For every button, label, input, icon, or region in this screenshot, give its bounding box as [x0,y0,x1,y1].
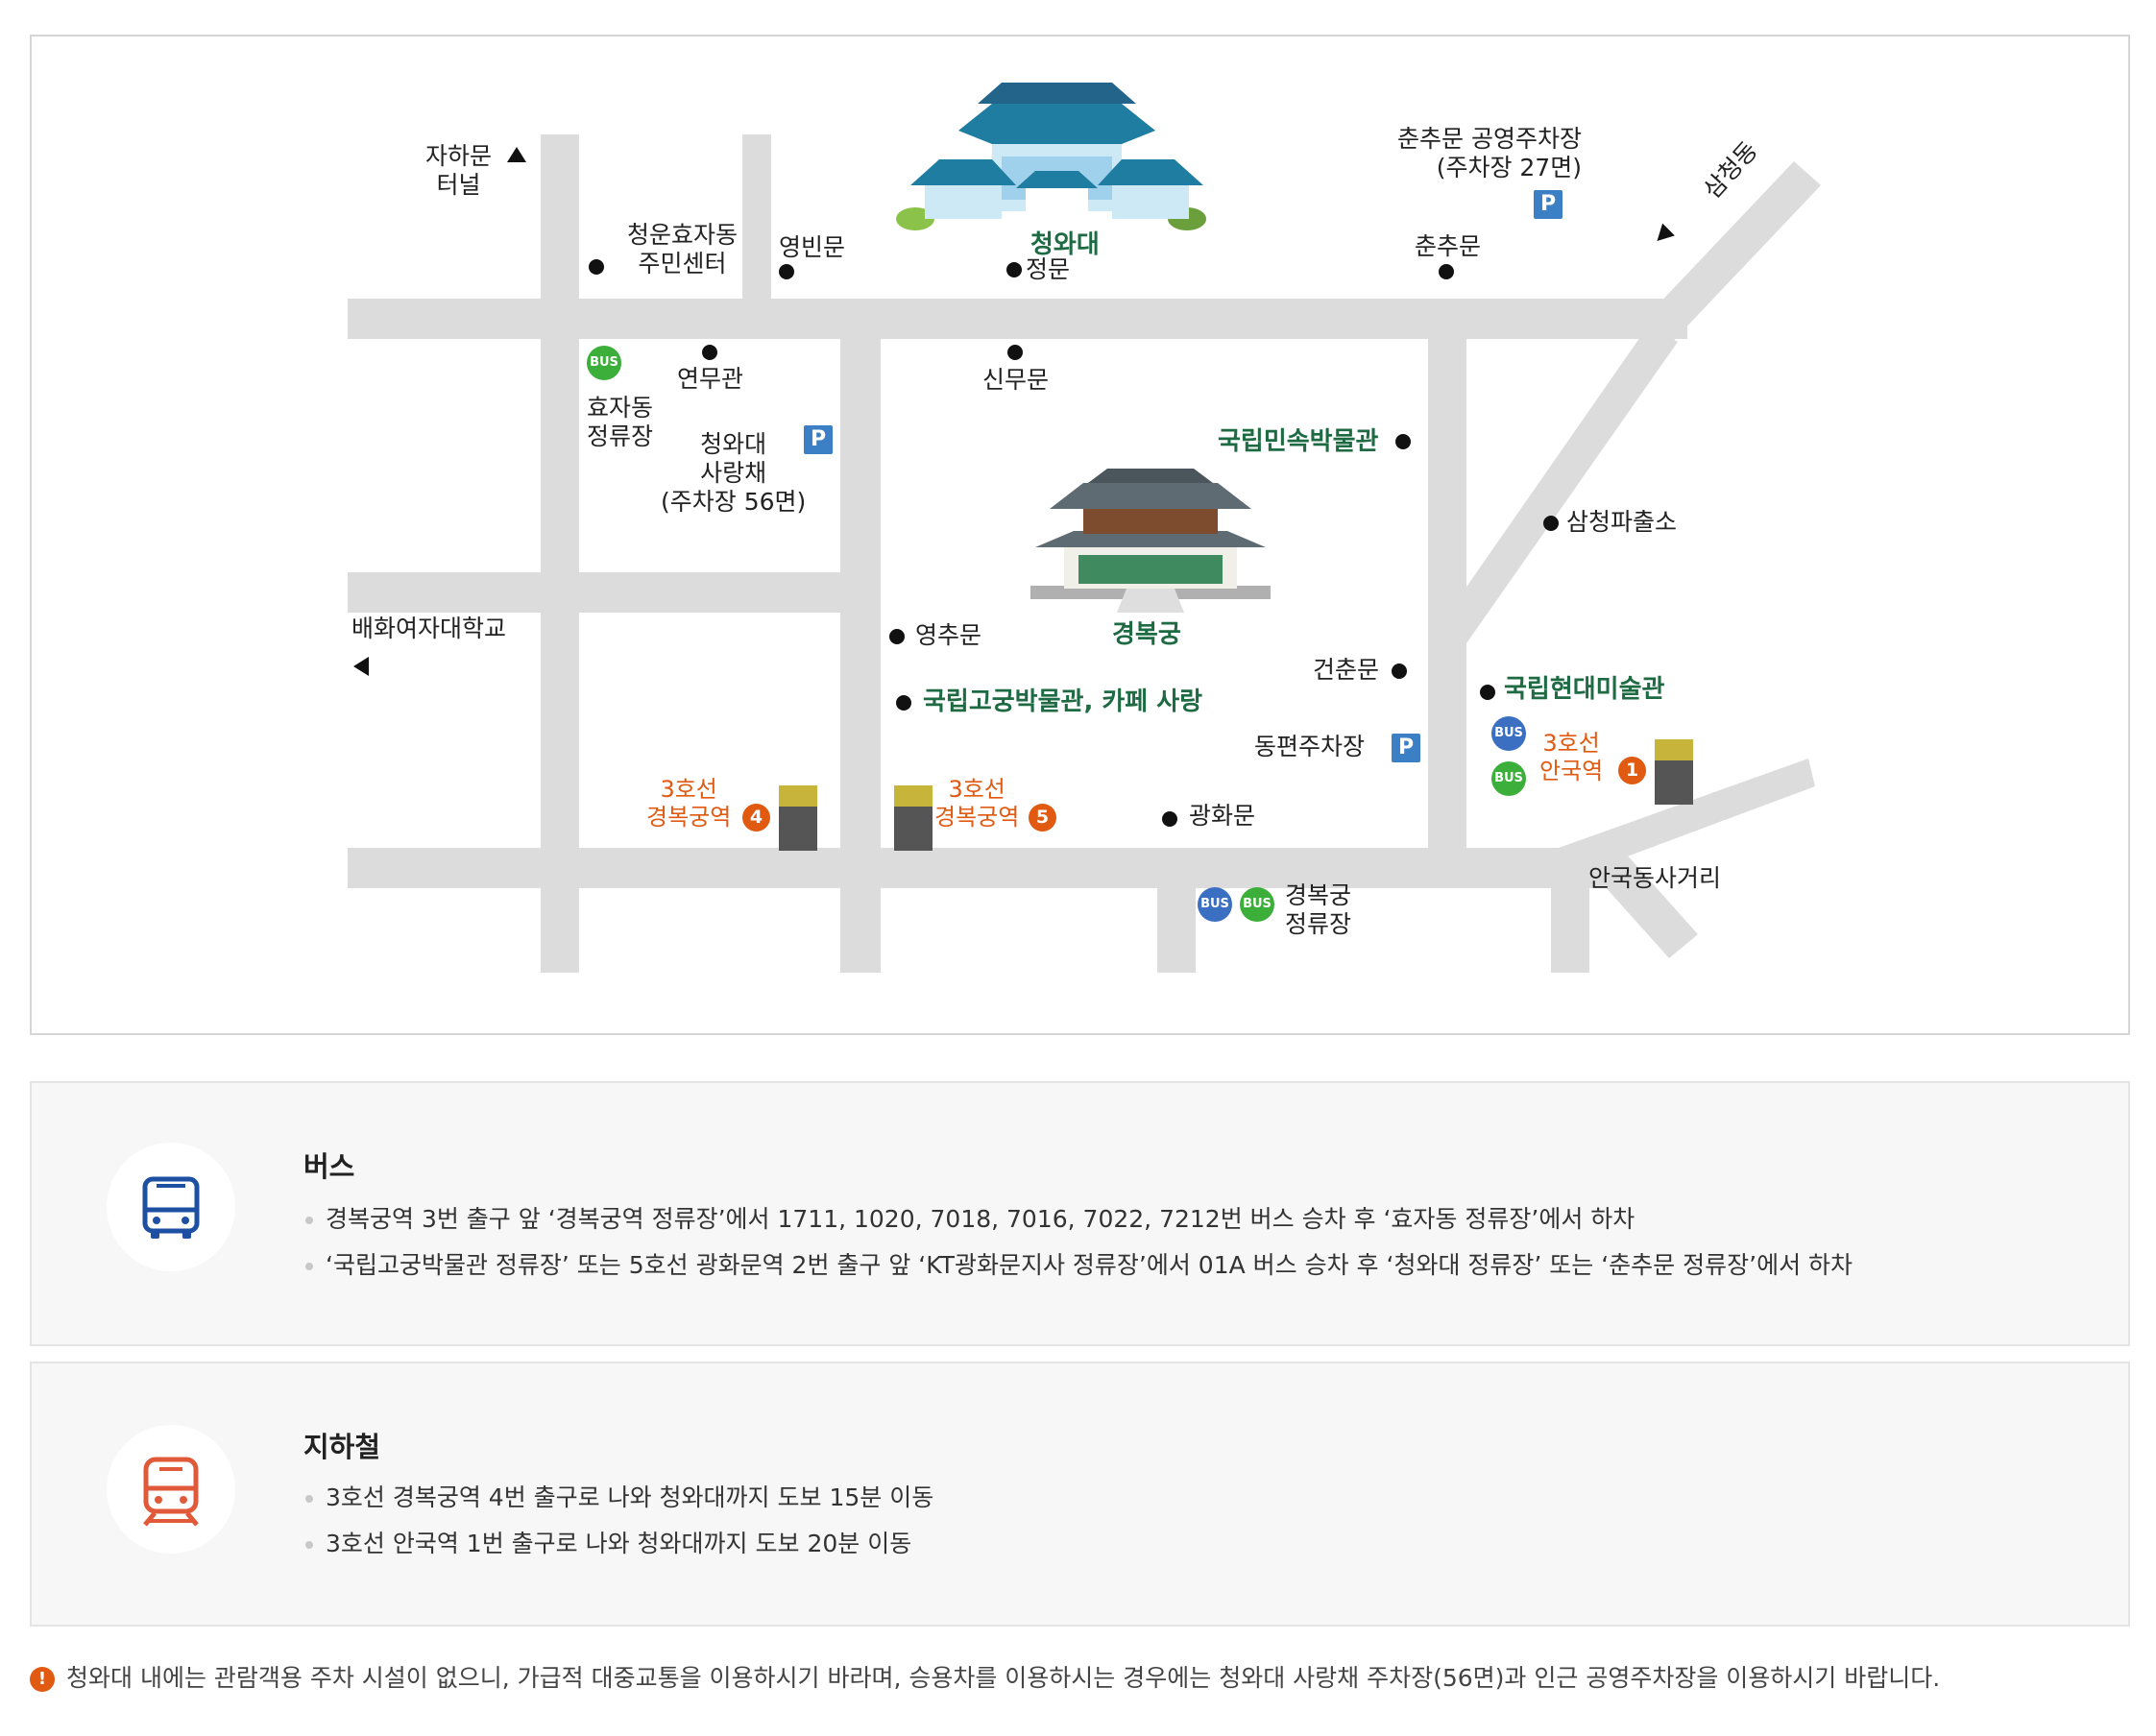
geonchunmun-marker [1392,663,1407,679]
bus-stop-badge: BUS [1240,887,1274,922]
sinmumun-label: 신무문 [982,366,1050,394]
location-map: 청와대 정문 자하문 터널 청운효자동 주민센터 영빈문 춘추문 공영주차장 (… [30,35,2130,1035]
palace-museum-marker [896,695,911,711]
yeongchumun-marker [889,629,905,644]
gwanghwamun-label: 광화문 [1189,802,1256,830]
list-item: 경복궁역 3번 출구 앞 ‘경복궁역 정류장’에서 1711, 1020, 70… [303,1196,1853,1242]
exit-number-badge: 1 [1618,757,1646,784]
yeonmugwan-marker [702,345,717,360]
hyojadong-stop-label: 효자동 정류장 [587,394,654,450]
jahamun-tunnel-label: 자하문 터널 [425,142,493,199]
samcheong-police-marker [1543,516,1559,531]
dongpyeon-parking-label: 동편주차장 [1254,733,1366,760]
community-center-marker [589,259,604,275]
palace-museum-label: 국립고궁박물관, 카페 사랑 [923,687,1203,716]
bus-info-panel: 버스 경복궁역 3번 출구 앞 ‘경복궁역 정류장’에서 1711, 1020,… [30,1081,2130,1346]
subway-info-panel: 지하철 3호선 경복궁역 4번 출구로 나와 청와대까지 도보 15분 이동 3… [30,1362,2130,1627]
parking-icon: P [1392,734,1420,762]
gyeongbokgung-station-exit4-label: 3호선 경복궁역 [646,776,732,831]
yeongbinmun-marker [779,264,794,279]
baehwa-label: 배화여자대학교 [351,615,507,642]
folk-museum-marker [1395,434,1411,449]
list-item: 3호선 경복궁역 4번 출구로 나와 청와대까지 도보 15분 이동 [303,1475,933,1521]
list-item: ‘국립고궁박물관 정류장’ 또는 5호선 광화문역 2번 출구 앞 ‘KT광화문… [303,1242,1853,1289]
exit-number-badge: 4 [742,804,770,832]
gyeongbokgung-station-exit5-label: 3호선 경복궁역 [934,776,1020,831]
parking-notice: ! 청와대 내에는 관람객용 주차 시설이 없으니, 가급적 대중교통을 이용하시… [30,1659,1940,1694]
sarangchae-parking-label: 청와대 사랑채 (주차장 56면) [661,430,807,516]
triangle-left-icon [353,657,369,676]
list-item: 3호선 안국역 1번 출구로 나와 청와대까지 도보 20분 이동 [303,1521,933,1567]
anguk-station-label: 3호선 안국역 [1539,730,1604,784]
mmca-marker [1480,685,1495,700]
cheongwadae-building-icon [896,83,1206,230]
anguk-intersection-label: 안국동사거리 [1588,864,1722,892]
gwanghwamun-marker [1162,811,1177,827]
exit-number-badge: 5 [1029,804,1056,832]
bus-stop-badge: BUS [587,346,621,380]
yeonmugwan-label: 연무관 [677,365,744,393]
mmca-label: 국립현대미술관 [1504,675,1665,704]
yeongchumun-label: 영추문 [915,621,982,649]
bus-title: 버스 [303,1150,355,1183]
sinmumun-marker [1007,345,1023,360]
geonchunmun-label: 건춘문 [1313,656,1380,684]
bus-icon [107,1143,235,1271]
bus-stop-badge: BUS [1491,761,1526,796]
warning-icon: ! [30,1667,55,1692]
gyeongbokgung-building-icon [1030,469,1271,613]
main-gate-marker [1006,262,1022,277]
gyeongbokgung-stop-label: 경복궁 정류장 [1285,881,1352,938]
yeongbinmun-label: 영빈문 [779,233,846,261]
subway-route-list: 3호선 경복궁역 4번 출구로 나와 청와대까지 도보 15분 이동 3호선 안… [303,1475,933,1567]
notice-text: 청와대 내에는 관람객용 주차 시설이 없으니, 가급적 대중교통을 이용하시기… [66,1664,1941,1692]
bus-route-list: 경복궁역 3번 출구 앞 ‘경복궁역 정류장’에서 1711, 1020, 70… [303,1196,1853,1289]
main-gate-label: 정문 [1026,255,1071,283]
community-center-label: 청운효자동 주민센터 [627,221,739,277]
parking-icon: P [804,425,833,454]
subway-exit-pillar-icons [779,739,1693,851]
subway-title: 지하철 [303,1431,381,1463]
chunchumun-marker [1439,264,1454,279]
folk-museum-label: 국립민속박물관 [1218,427,1379,456]
gyeongbokgung-label: 경복궁 [1112,620,1181,649]
parking-icon: P [1534,190,1562,219]
samcheong-police-label: 삼청파출소 [1566,508,1678,536]
bus-stop-badge: BUS [1491,716,1526,751]
subway-icon [107,1425,235,1554]
chunchumun-parking-label: 춘추문 공영주차장 (주차장 27면) [1397,125,1582,181]
cheongwadae-label: 청와대 [1030,230,1100,259]
triangle-up-icon [507,147,526,162]
chunchumun-label: 춘추문 [1415,232,1482,260]
road-network [348,83,1821,973]
bus-stop-badge: BUS [1198,887,1232,922]
